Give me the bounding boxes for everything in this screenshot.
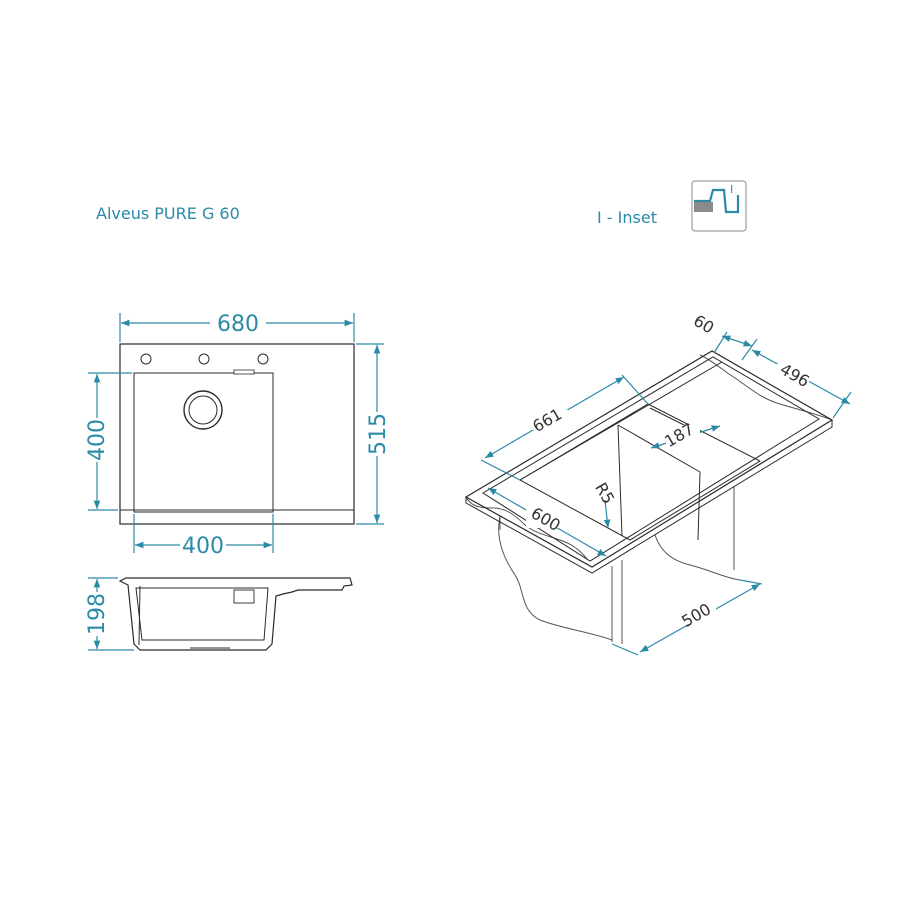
tap-hole: [198, 353, 210, 365]
install-icon-letter: I: [730, 183, 733, 196]
top-view: 680 515 400 400: [85, 311, 391, 559]
dim-depth: 515: [366, 413, 391, 455]
sink-outline: [119, 343, 355, 525]
dim-rim: 60: [690, 311, 717, 338]
side-view: 198: [85, 577, 353, 651]
dim-bowl-depth: 400: [85, 419, 110, 461]
sink-profile: [118, 577, 353, 651]
inset-install-icon: I: [691, 180, 747, 232]
isometric-view: 60 496 661 187 R5 600: [464, 311, 852, 656]
tap-hole: [257, 353, 269, 365]
dim-bowl-iso: 187: [661, 419, 697, 451]
dim-bowl-width: 400: [182, 534, 224, 559]
dim-width: 680: [217, 312, 259, 337]
dim-radius: R5: [591, 479, 618, 507]
drain-icon: [183, 390, 223, 430]
installation-label: I - Inset: [597, 208, 657, 227]
product-title: Alveus PURE G 60: [96, 204, 240, 223]
dim-height: 198: [85, 593, 110, 635]
bowl-outline: [133, 372, 274, 513]
overflow-slot: [233, 369, 255, 375]
tap-hole: [140, 353, 152, 365]
dim-length: 661: [529, 404, 565, 436]
